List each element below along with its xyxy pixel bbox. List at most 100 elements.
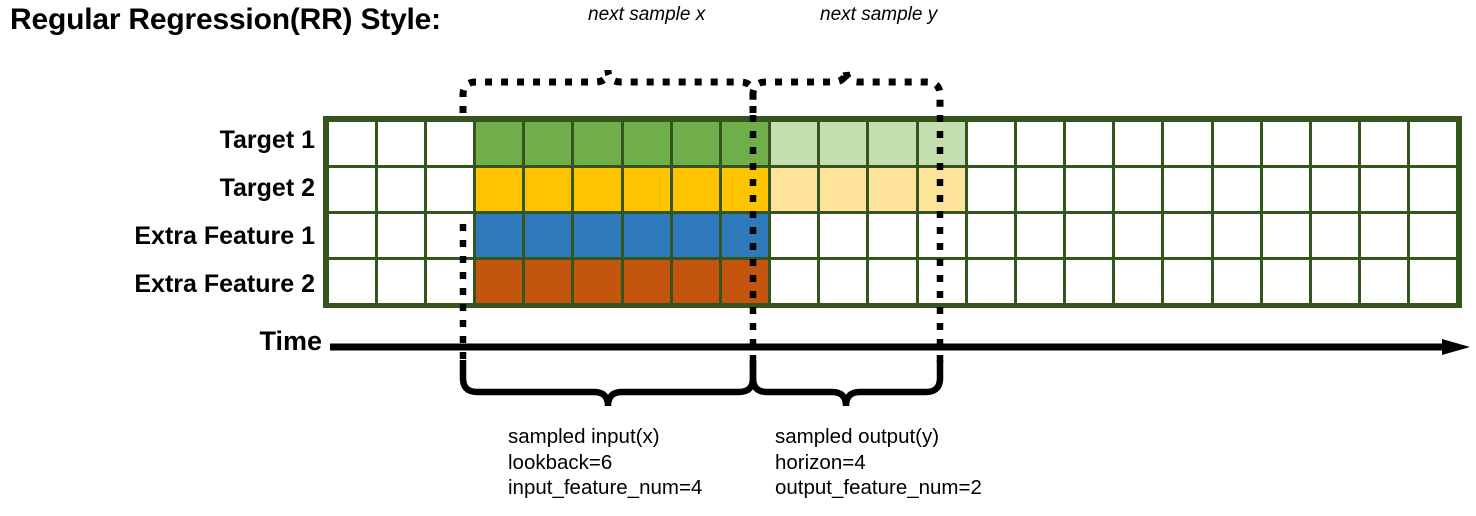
grid-cell — [1115, 121, 1162, 165]
grid-cell — [672, 167, 719, 211]
grid-cell — [771, 213, 818, 257]
grid-cell — [1066, 213, 1113, 257]
grid-cell — [525, 259, 572, 303]
grid-cell — [820, 167, 867, 211]
time-axis-arrow — [330, 339, 1470, 355]
grid-cell — [967, 259, 1014, 303]
grid-cell — [1311, 167, 1359, 211]
grid-cell — [918, 213, 965, 257]
top-brace-next-sample-y — [749, 69, 944, 113]
grid-cell — [869, 213, 916, 257]
grid-cell — [820, 213, 867, 257]
grid-cell — [623, 213, 670, 257]
grid-cell — [1016, 167, 1064, 211]
grid-cell — [1361, 259, 1408, 303]
grid-cell — [1311, 121, 1359, 165]
grid-row-target-2 — [327, 166, 1458, 212]
grid-cell — [869, 259, 916, 303]
grid-cell — [869, 167, 916, 211]
grid-cell — [574, 121, 621, 165]
grid-row-target-1 — [327, 120, 1458, 166]
grid-cell — [1066, 167, 1113, 211]
grid-cell — [771, 121, 818, 165]
grid-cell — [918, 167, 965, 211]
grid-cell — [672, 259, 719, 303]
sampled-output-line-1: sampled output(y) — [775, 425, 940, 448]
grid-cell — [377, 259, 424, 303]
grid-cell — [820, 121, 867, 165]
brace-caption-next-sample-y: next sample y — [820, 4, 938, 25]
grid-cell — [1262, 213, 1309, 257]
top-brace-next-sample-x — [459, 69, 757, 113]
grid-cell — [426, 167, 474, 211]
grid-cell — [426, 259, 474, 303]
grid-cell — [525, 167, 572, 211]
grid-cell — [1410, 259, 1457, 303]
grid-cell — [967, 213, 1014, 257]
bottom-brace-sampled-input — [459, 360, 757, 407]
grid-cell — [574, 213, 621, 257]
grid-cell — [525, 213, 572, 257]
grid-cell — [1115, 167, 1162, 211]
grid-cell — [574, 167, 621, 211]
grid-cell — [721, 259, 769, 303]
grid-cell — [1164, 167, 1211, 211]
timeline-grid — [323, 116, 1462, 308]
brace-caption-sampled-input: sampled input(x) lookback=6 input_featur… — [508, 424, 702, 501]
grid-cell — [1410, 121, 1457, 165]
brace-caption-sampled-output: sampled output(y) horizon=4 output_featu… — [775, 424, 982, 501]
sampled-output-line-2: horizon=4 — [775, 450, 866, 474]
sampled-input-line-1: sampled input(x) — [508, 425, 660, 448]
grid-cell — [771, 167, 818, 211]
grid-cell — [426, 121, 474, 165]
grid-cell — [1066, 121, 1113, 165]
grid-cell — [574, 259, 621, 303]
grid-row-extra-feature-2 — [327, 258, 1458, 304]
sampled-output-line-3: output_feature_num=2 — [775, 476, 982, 499]
sampled-input-line-3: input_feature_num=4 — [508, 476, 703, 499]
grid-cell — [426, 213, 474, 257]
grid-cell — [1410, 167, 1457, 211]
grid-cell — [1262, 259, 1309, 303]
grid-cell — [377, 121, 424, 165]
grid-cell — [1164, 213, 1211, 257]
grid-cell — [1066, 259, 1113, 303]
grid-cell — [476, 167, 523, 211]
row-label-extra-feature-2: Extra Feature 2 — [134, 270, 315, 298]
grid-cell — [721, 167, 769, 211]
grid-cell — [1410, 213, 1457, 257]
grid-cell — [1311, 259, 1359, 303]
grid-cell — [1016, 259, 1064, 303]
grid-cell — [869, 121, 916, 165]
grid-cell — [1361, 121, 1408, 165]
bottom-brace-sampled-output — [749, 360, 944, 407]
grid-cell — [623, 121, 670, 165]
grid-cell — [1262, 121, 1309, 165]
grid-cell — [525, 121, 572, 165]
grid-cell — [1361, 213, 1408, 257]
grid-cell — [377, 213, 424, 257]
grid-cell — [476, 121, 523, 165]
grid-cell — [721, 213, 769, 257]
grid-cell — [1262, 167, 1309, 211]
grid-cell — [1115, 213, 1162, 257]
grid-cell — [623, 167, 670, 211]
grid-cell — [328, 121, 375, 165]
grid-cell — [967, 121, 1014, 165]
grid-cell — [328, 259, 375, 303]
grid-cell — [1164, 259, 1211, 303]
grid-cell — [476, 213, 523, 257]
grid-cell — [1213, 259, 1260, 303]
time-axis-label: Time — [259, 326, 322, 356]
row-label-extra-feature-1: Extra Feature 1 — [134, 222, 315, 250]
grid-cell — [721, 121, 769, 165]
sampled-input-line-2: lookback=6 — [508, 450, 613, 474]
grid-row-extra-feature-1 — [327, 212, 1458, 258]
grid-cell — [1213, 213, 1260, 257]
grid-cell — [672, 213, 719, 257]
grid-cell — [1361, 167, 1408, 211]
grid-cell — [918, 259, 965, 303]
grid-cell — [1213, 121, 1260, 165]
grid-cell — [967, 167, 1014, 211]
